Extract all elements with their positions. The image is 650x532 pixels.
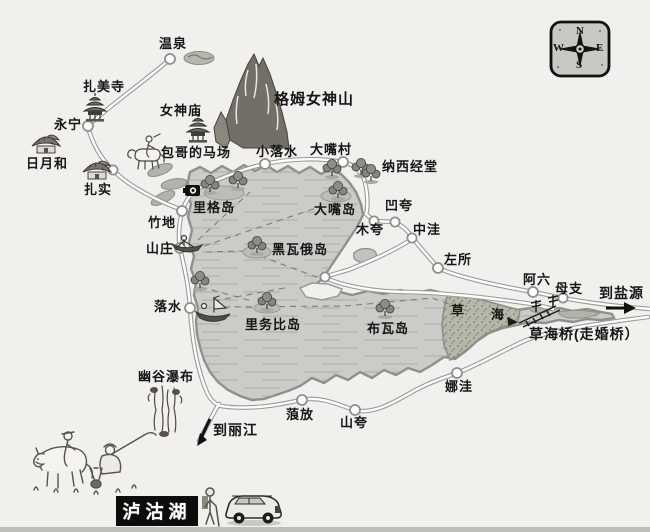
- place-label-zhameisi: 扎美寺: [83, 79, 126, 94]
- place-label-langfang: 蒗放: [286, 407, 315, 422]
- caohai-grass-sea: [441, 292, 602, 362]
- place-label-dazuicun: 大嘴村: [310, 142, 353, 157]
- place-label-nawa: 娜洼: [445, 379, 474, 394]
- place-label-muzhi: 母支: [555, 281, 584, 296]
- mountain-icon: [213, 52, 290, 149]
- arrow-right-icon: [606, 302, 636, 314]
- place-label-zhashi: 扎实: [84, 182, 113, 197]
- hot-spring-icon: [183, 51, 215, 65]
- boat-icon: [194, 295, 231, 322]
- place-label-yongning: 永宁: [54, 117, 83, 132]
- place-label-zhongwa: 中洼: [413, 222, 442, 237]
- compass-n: N: [576, 25, 584, 37]
- car-icon: [225, 495, 282, 526]
- island-trees: [190, 157, 395, 320]
- place-label-shanzhuang: 山庄: [146, 241, 175, 256]
- house-icon: [31, 134, 61, 154]
- photo-edge: [0, 527, 650, 532]
- place-label-zhudi: 竹地: [148, 215, 177, 230]
- place-label-wenquan: 温泉: [159, 36, 188, 51]
- place-label-dazuidao: 大嘴岛: [314, 202, 357, 217]
- place-label-ligedao: 里格岛: [193, 200, 236, 215]
- place-label-yougupubu: 幽谷瀑布: [138, 369, 195, 384]
- waterfall-icon: [147, 385, 183, 437]
- place-label-riyuehe: 日月和: [26, 156, 69, 171]
- horse-rider-icon: [127, 133, 165, 170]
- compass-s: S: [576, 59, 583, 71]
- place-label-gemunvshenshan: 格姆女神山: [274, 91, 355, 108]
- compass-rose-icon: [549, 20, 611, 78]
- boat-routes: [197, 191, 469, 312]
- boat-icon: [171, 234, 204, 253]
- place-label-nvshenmiao: 女神庙: [160, 103, 203, 118]
- arrow-down-left-icon: [197, 418, 212, 446]
- place-label-buwadao: 布瓦岛: [367, 321, 410, 336]
- hiker-icon: [202, 487, 220, 527]
- place-label-aokua: 凹夸: [385, 198, 414, 213]
- place-label-baogedemachang: 包哥的马场: [161, 145, 232, 160]
- place-label-aliu: 阿六: [523, 272, 552, 287]
- place-label-xiaoluoshui: 小落水: [256, 144, 299, 159]
- place-label-naxijingtang: 纳西经堂: [382, 159, 439, 174]
- temple-icon: [83, 92, 107, 123]
- place-label-liwubidao: 里务比岛: [245, 317, 302, 332]
- direction-label-daoyanyuan: 到盐源: [599, 285, 644, 301]
- place-label-luoshui: 落水: [154, 299, 183, 314]
- compass-e: E: [596, 42, 604, 54]
- house-icon: [82, 160, 112, 180]
- place-label-cao: 草: [451, 303, 466, 318]
- camera-icon: [183, 185, 200, 196]
- bridge-icon: [507, 295, 561, 328]
- place-label-hai: 海: [491, 307, 506, 322]
- place-label-zuosuo: 左所: [444, 252, 473, 267]
- compass-w: W: [553, 42, 564, 54]
- place-label-mukua: 木夸: [356, 222, 385, 237]
- lake-shape: [185, 163, 616, 402]
- place-label-shankua: 山夸: [340, 415, 369, 430]
- place-label-heiwaedao: 黑瓦俄岛: [272, 242, 329, 257]
- temple-icon: [186, 113, 210, 144]
- direction-label-daolijiang: 到丽江: [213, 422, 258, 438]
- map-title-box: 泸沽湖: [116, 496, 198, 526]
- map-title: 泸沽湖: [122, 502, 192, 522]
- horsemen-illustration: [33, 431, 157, 495]
- place-label-caohaiqiao: 草海桥(走婚桥）: [529, 326, 640, 342]
